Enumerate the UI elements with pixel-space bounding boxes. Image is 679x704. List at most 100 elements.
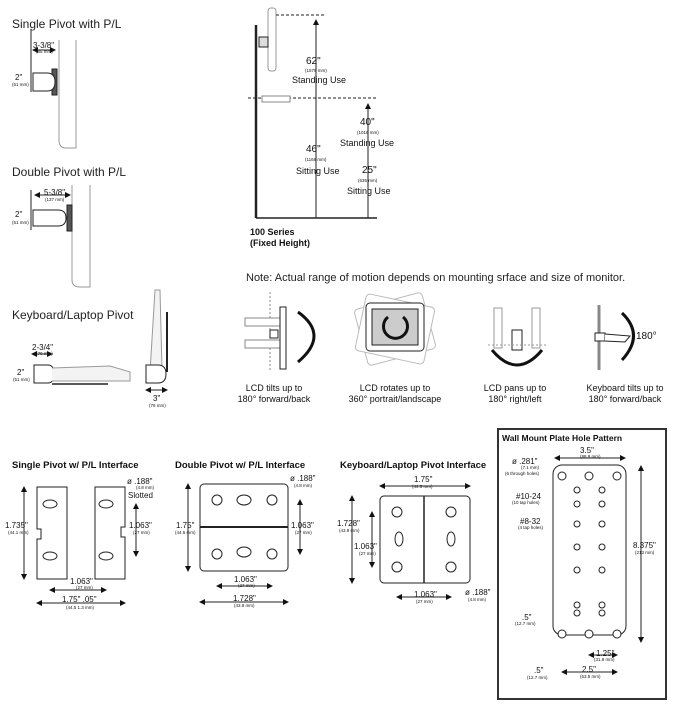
- tilt-drawing: [244, 292, 316, 370]
- wall-plate-tap8: #8-32: [520, 517, 541, 526]
- single-pivot-drawing: [30, 30, 77, 149]
- motion-rotate-line1: LCD rotates up to: [359, 383, 431, 393]
- wall-plate-frame: [497, 428, 667, 700]
- single-interface-drawing: [21, 486, 139, 606]
- single-pivot-depth: 3-3/8": [33, 41, 55, 50]
- double-pivot-height-mm: (51 mm): [12, 220, 29, 225]
- keyboard-pivot-height: 2": [17, 368, 25, 377]
- wall-plate-tap10: #10-24: [516, 492, 541, 501]
- double-interface-height: 1.75": [176, 521, 195, 530]
- motion-tilt-line1: LCD tilts up to: [245, 383, 303, 393]
- motion-keyboard-tilt: Keyboard tilts up to 180° forward/back: [580, 383, 670, 405]
- wall-plate-drawing: [552, 455, 644, 675]
- single-pivot-height-mm: (51 mm): [12, 82, 29, 87]
- motion-pan: LCD pans up to 180° right/left: [475, 383, 555, 405]
- keyboard-tilt-badge: 180°: [636, 331, 657, 342]
- double-pivot-depth-mm: (137 mm): [45, 197, 65, 202]
- double-interface-width-mm: (43.9 mm): [234, 603, 255, 608]
- wall-plate-through-hole: ø .281": [512, 457, 538, 466]
- wall-plate-span-mm: (63.5 mm): [580, 674, 601, 679]
- wall-plate-half-span-mm: (31.8 mm): [594, 657, 615, 662]
- keyboard-interface-width: 1.75": [414, 475, 433, 484]
- double-interface-title: Double Pivot w/ P/L Interface: [175, 460, 306, 471]
- keyboard-pivot-depth-mm: (70 mm): [36, 351, 53, 356]
- single-pivot-title: Single Pivot with P/L: [12, 17, 122, 31]
- wall-plate-half-span: 1.25": [596, 649, 615, 658]
- monitor-standing-height-mm: (1575 mm): [305, 68, 327, 73]
- single-interface-width-mm: (44.5 1.3 mm): [66, 605, 95, 610]
- wall-plate-edge-v-mm: (12.7 mm): [515, 621, 536, 626]
- wall-plate-edge-h-mm: (12.7 mm): [527, 675, 548, 680]
- single-pivot-height: 2": [15, 73, 23, 82]
- keyboard-standing-label: Standing Use: [340, 138, 395, 148]
- single-interface-hole: ø .188": [127, 477, 153, 486]
- single-interface-title: Single Pivot w/ P/L Interface: [12, 460, 139, 471]
- monitor-standing-label: Standing Use: [292, 75, 347, 85]
- keyboard-interface-title: Keyboard/Laptop Pivot Interface: [340, 460, 487, 471]
- keyboard-standing-height-mm: (1016 mm): [357, 130, 379, 135]
- double-pivot-height: 2": [15, 210, 23, 219]
- keyboard-interface-height: 1.728": [337, 519, 360, 528]
- keyboard-pivot-depth: 2-3/4": [32, 343, 54, 352]
- single-interface-hole-note: Slotted: [128, 491, 153, 500]
- double-pivot-title: Double Pivot with P/L: [12, 165, 127, 179]
- double-interface-spacing-v: 1.063": [291, 521, 314, 530]
- single-interface-spacing-v-mm: (27 mm): [133, 530, 150, 535]
- single-interface-spacing-h: 1.063": [70, 577, 93, 586]
- keyboard-pivot-title: Keyboard/Laptop Pivot: [12, 308, 134, 322]
- motion-pan-line2: 180° right/left: [488, 394, 542, 404]
- keyboard-interface-spacing-v: 1.063": [354, 542, 377, 551]
- pan-drawing: [488, 307, 548, 367]
- keyboard-pivot-height-mm: (51 mm): [13, 377, 30, 382]
- motion-tilt-line2: 180° forward/back: [237, 394, 311, 404]
- double-pivot-drawing: [30, 185, 91, 288]
- wall-plate-through-note: (6 through holes): [505, 471, 540, 476]
- keyboard-folded-depth: 3": [153, 394, 161, 403]
- motion-rotate-line2: 360° portrait/landscape: [348, 394, 442, 404]
- double-interface-hole-mm: (4.8 mm): [294, 483, 312, 488]
- wall-plate-span: 2.5": [582, 665, 596, 674]
- keyboard-interface-spacing-h: 1.063": [414, 590, 437, 599]
- keyboard-sitting-height-mm: (635 mm): [358, 178, 378, 183]
- double-interface-height-mm: (44.5 mm): [175, 530, 196, 535]
- wall-plate-width-mm: (88.9 mm): [580, 454, 601, 459]
- single-interface-spacing-v: 1.063": [129, 521, 152, 530]
- monitor-sitting-height: 46": [306, 144, 321, 155]
- single-interface-height: 1.735": [5, 521, 28, 530]
- wall-plate-width: 3.5": [580, 446, 594, 455]
- keyboard-sitting-height: 25": [362, 165, 377, 176]
- keyboard-sitting-label: Sitting Use: [347, 186, 391, 196]
- keyboard-interface-hole-mm: (4.8 mm): [468, 597, 486, 602]
- double-interface-hole: ø .188": [290, 474, 316, 483]
- double-pivot-depth: 5-3/8": [44, 188, 66, 197]
- keyboard-interface-hole: ø .188": [465, 588, 491, 597]
- series-subtitle: (Fixed Height): [250, 238, 310, 248]
- motion-tilt: LCD tilts up to 180° forward/back: [234, 383, 314, 405]
- wall-plate-edge-v: .5": [522, 613, 532, 622]
- wall-plate-edge-h: .5": [534, 666, 544, 675]
- motion-keyboard-line2: 180° forward/back: [588, 394, 662, 404]
- double-interface-width: 1.728": [233, 594, 256, 603]
- wall-plate-height-mm: (213 mm): [635, 550, 655, 555]
- motion-pan-line1: LCD pans up to: [483, 383, 547, 393]
- single-interface-height-mm: (44.1 mm): [8, 530, 29, 535]
- keyboard-pivot-drawing: [31, 289, 168, 393]
- series-title: 100 Series: [250, 227, 295, 237]
- single-interface-hole-mm: (4.8 mm): [136, 485, 154, 490]
- wall-plate-title: Wall Mount Plate Hole Pattern: [502, 433, 623, 443]
- monitor-sitting-height-mm: (1168 mm): [305, 157, 327, 162]
- keyboard-interface-drawing: [349, 483, 471, 600]
- single-interface-spacing-h-mm: (27 mm): [76, 585, 93, 590]
- motion-note: Note: Actual range of motion depends on …: [246, 272, 626, 284]
- wall-plate-tap10-note: (10 tap holes): [512, 500, 540, 505]
- keyboard-standing-height: 40": [360, 117, 375, 128]
- wall-plate-height: 8.375": [633, 541, 656, 550]
- keyboard-interface-width-mm: (44.5 mm): [412, 484, 433, 489]
- keyboard-folded-depth-mm: (76 mm): [149, 403, 166, 408]
- single-interface-width: 1.75" .05": [62, 595, 97, 604]
- keyboard-interface-spacing-v-mm: (27 mm): [359, 551, 376, 556]
- wall-plate-through-hole-mm: (7.1 mm): [521, 465, 539, 470]
- keyboard-interface-spacing-h-mm: (27 mm): [416, 599, 433, 604]
- keyboard-tilt-drawing: [594, 305, 635, 370]
